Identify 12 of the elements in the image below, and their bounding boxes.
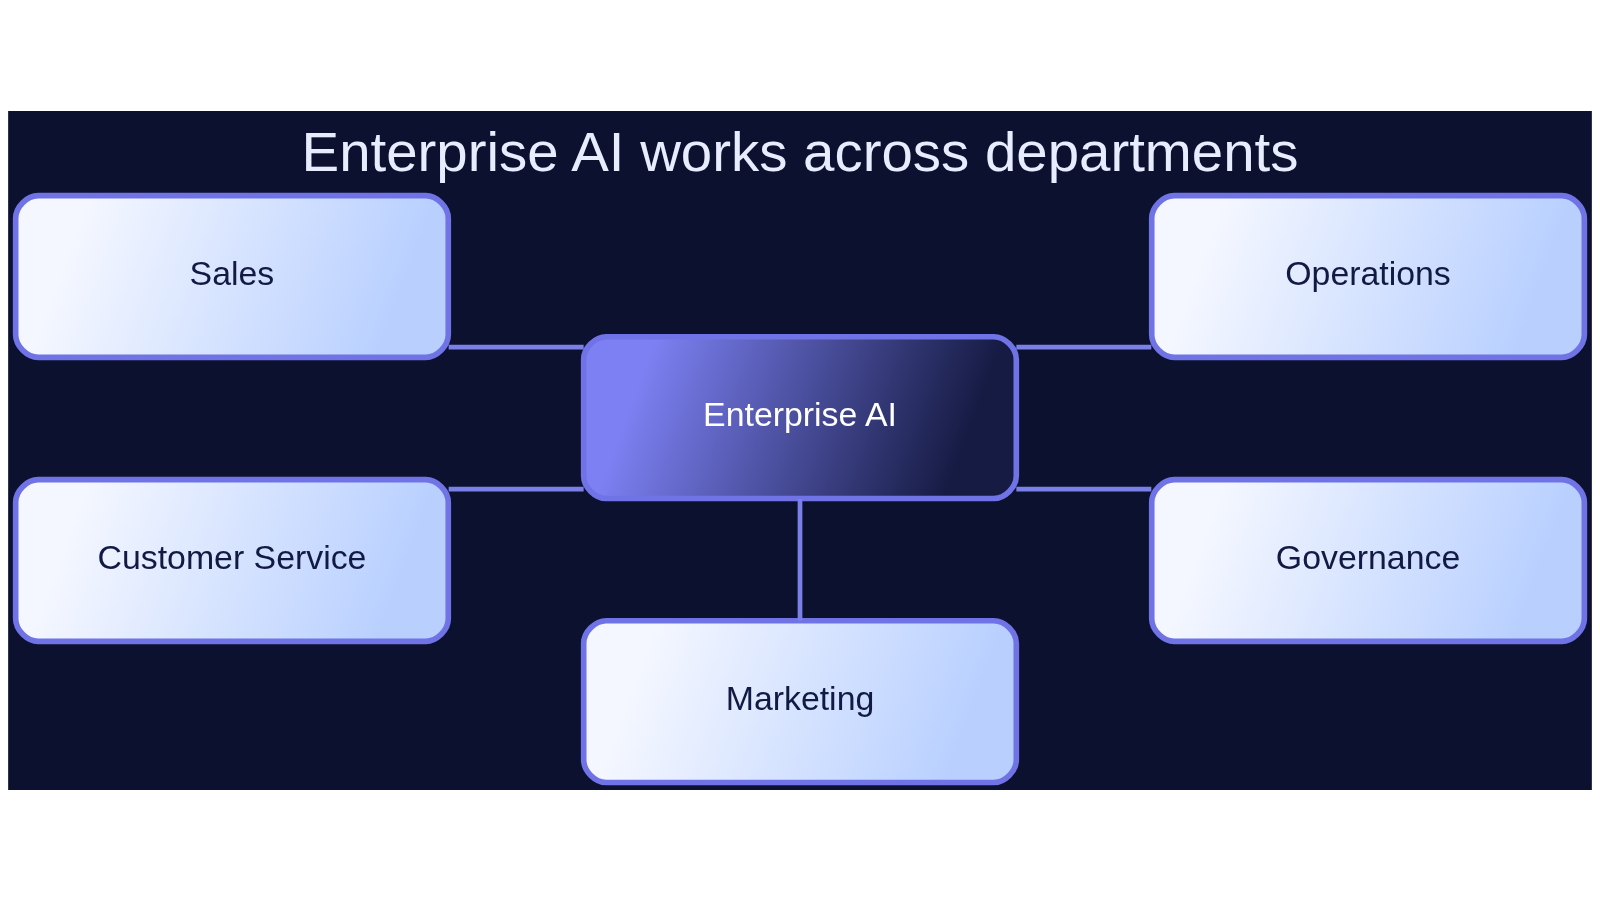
node-box: Sales xyxy=(12,192,452,360)
node-box: Customer Service xyxy=(12,476,452,644)
node-box: Operations xyxy=(1148,192,1588,360)
connector xyxy=(448,486,584,491)
diagram-title: Enterprise AI works across departments xyxy=(301,119,1299,183)
connector xyxy=(1016,344,1152,349)
connector xyxy=(1016,486,1152,491)
connector xyxy=(448,344,584,349)
node-box: Enterprise AI xyxy=(580,333,1020,501)
node-box: Marketing xyxy=(580,617,1020,785)
node-box: Governance xyxy=(1148,476,1588,644)
connector xyxy=(797,498,803,621)
